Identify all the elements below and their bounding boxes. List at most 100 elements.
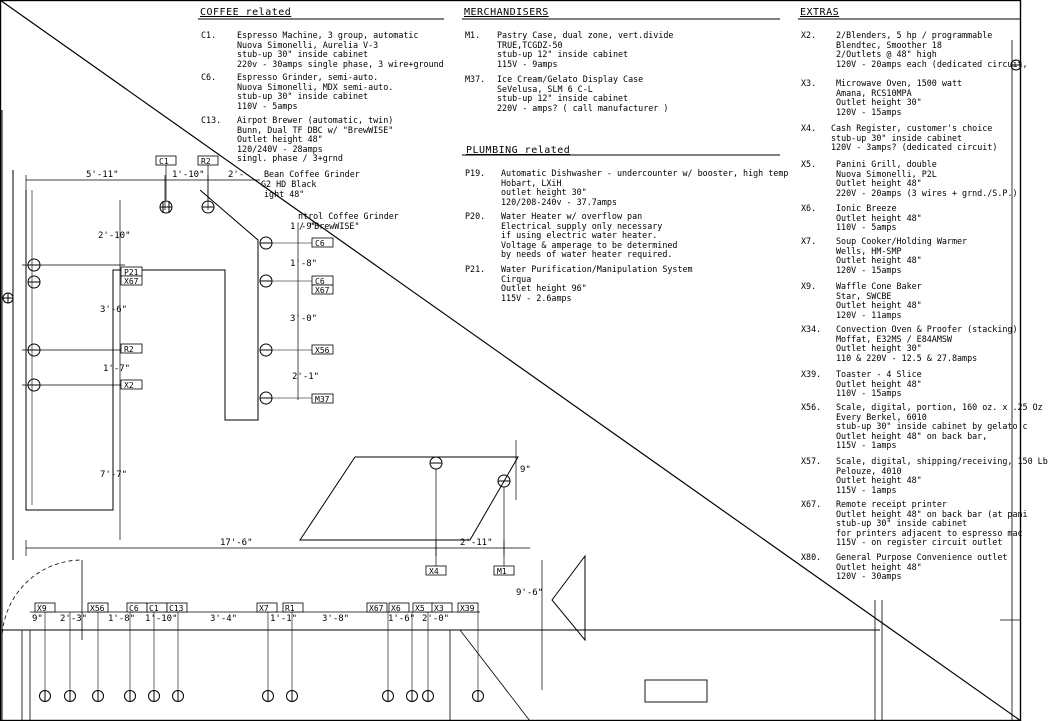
item-line: Outlet height 30" bbox=[836, 343, 922, 354]
item-line: Electrical supply only necessary bbox=[501, 220, 663, 231]
fold-diagonal bbox=[0, 0, 1022, 721]
item-code: M37. bbox=[465, 74, 486, 84]
tag-right-c6-b: C6 bbox=[315, 277, 325, 286]
item-line: stub-up 30" inside cabinet bbox=[831, 132, 963, 143]
item-line: Outlet height 48" bbox=[836, 378, 922, 389]
bottom-tag-box bbox=[366, 602, 388, 613]
item-line: 220V - 20amps (3 wires + grnd./S.P.) bbox=[836, 187, 1018, 198]
item-code: C6. bbox=[201, 72, 217, 82]
bottom-dim-label: 1'-6" bbox=[388, 614, 415, 624]
dim-2-11: 2'-11" bbox=[460, 538, 493, 548]
bottom-dim-label: 3'-8" bbox=[322, 614, 349, 624]
dim-left-3: 1'-7" bbox=[103, 364, 130, 374]
item-code: X4. bbox=[801, 123, 817, 133]
item-line: Star, SWCBE bbox=[836, 290, 892, 301]
outlets-left bbox=[27, 258, 41, 392]
tag-right-x56: X56 bbox=[315, 346, 330, 355]
bottom-dim-label: 1'-1" bbox=[270, 614, 297, 624]
item-line: singl. phase / 3+grnd bbox=[237, 153, 343, 164]
item-code: X5. bbox=[801, 159, 817, 169]
dim-right-2: 1'-8" bbox=[290, 259, 317, 269]
item-code: C1. bbox=[201, 30, 217, 40]
item-line: Outlet height 30" bbox=[836, 97, 922, 108]
tag-left-r2: R2 bbox=[124, 345, 134, 354]
outlets-right bbox=[259, 236, 273, 405]
bottom-dim-label: 2'-3" bbox=[60, 614, 87, 624]
item-line: Airpot Brewer (automatic, twin) bbox=[237, 115, 394, 125]
item-code: X34. bbox=[801, 324, 822, 334]
dim-top-1: 5'-11" bbox=[86, 170, 119, 180]
item-line: Wells, HM-SMP bbox=[836, 245, 902, 256]
item-line: 220V - amps? ( call manufacturer ) bbox=[497, 102, 669, 113]
item-line: Outlet height 48" bbox=[836, 255, 922, 266]
tag-right-m37: M37 bbox=[315, 395, 330, 404]
item-line: Scale, digital, shipping/receiving, 150 … bbox=[836, 456, 1048, 466]
bottom-dim-label: 2'-0" bbox=[422, 614, 449, 624]
item-description: Airpot Brewer (automatic, twin)Bunn, Dua… bbox=[237, 115, 394, 164]
item-code: X80. bbox=[801, 552, 822, 562]
item-line: Water Heater w/ overflow pan bbox=[501, 211, 643, 221]
item-description: Scale, digital, portion, 160 oz. x .25 O… bbox=[836, 402, 1043, 451]
coffee-fragment-line: ight 48" bbox=[264, 189, 305, 199]
item-line: 115V - 2.6amps bbox=[501, 292, 572, 303]
coffee-fragment-line: ntrol Coffee Grinder bbox=[298, 211, 399, 221]
item-line: Toaster - 4 Slice bbox=[836, 369, 922, 379]
item-code: X3. bbox=[801, 78, 817, 88]
item-line: 115V - 1amps bbox=[836, 440, 897, 451]
item-line: SeVelusa, SLM 6 C-L bbox=[497, 83, 593, 94]
item-code: X9. bbox=[801, 281, 817, 291]
item-line: Every Berkel, 6010 bbox=[836, 411, 927, 422]
door-swing bbox=[1, 559, 83, 641]
bottom-tag-label: X6 bbox=[391, 604, 401, 613]
item-code: P21. bbox=[465, 264, 486, 274]
extras-title: EXTRAS bbox=[800, 7, 840, 18]
tag-mid-m1: M1 bbox=[497, 567, 507, 576]
plumbing-title: PLUMBING related bbox=[466, 145, 571, 156]
item-line: General Purpose Convenience outlet bbox=[836, 552, 1008, 562]
bottom-dims: 9"2'-3"1'-8"1'-10"3'-4"1'-1"3'-8"1'-6"2'… bbox=[32, 614, 449, 624]
item-line: Moffat, E32MS / E84AMSW bbox=[836, 333, 952, 344]
item-line: 110V - 5amps bbox=[237, 100, 298, 111]
item-description: Automatic Dishwasher - undercounter w/ b… bbox=[501, 168, 789, 207]
item-line: Waffle Cone Baker bbox=[836, 281, 922, 291]
item-line: Microwave Oven, 1500 watt bbox=[836, 78, 963, 88]
item-line: outlet height 30" bbox=[501, 187, 587, 198]
item-line: Espresso Grinder, semi-auto. bbox=[237, 72, 379, 82]
bottom-tag-box bbox=[282, 602, 304, 613]
bottom-tag-label: R1 bbox=[285, 604, 295, 613]
bottom-tag-label: C6 bbox=[129, 604, 139, 613]
dim-left-1: 2'-10" bbox=[98, 231, 131, 241]
dim-right-1: 1'-9" bbox=[290, 222, 317, 232]
item-line: 2/Blenders, 5 hp / programmable bbox=[836, 30, 993, 40]
tag-left-x67: X67 bbox=[124, 277, 139, 286]
item-line: Hobart, LXiH bbox=[501, 177, 562, 188]
item-description: Convection Oven & Proofer (stacking)Moff… bbox=[836, 324, 1018, 363]
item-line: 220v - 30amps single phase, 3 wire+groun… bbox=[237, 58, 444, 69]
item-line: Ice Cream/Gelato Display Case bbox=[497, 74, 644, 84]
bottom-tag-label: X67 bbox=[369, 604, 384, 613]
bottom-tag-box bbox=[166, 602, 188, 613]
coffee-fragment-line: Bean Coffee Grinder bbox=[264, 169, 360, 179]
item-line: Remote receipt printer bbox=[836, 499, 947, 509]
item-line: Bunn, Dual TF DBC w/ "BrewWISE" bbox=[237, 124, 394, 135]
dim-9in: 9" bbox=[520, 465, 531, 475]
item-line: Automatic Dishwasher - undercounter w/ b… bbox=[501, 168, 789, 178]
item-line: stub-up 30" inside cabinet bbox=[237, 49, 369, 60]
bottom-tag-label: X9 bbox=[37, 604, 47, 613]
tag-right-c6: C6 bbox=[315, 239, 325, 248]
item-line: 115V - 1amps bbox=[836, 484, 897, 495]
item-line: Cash Register, customer's choice bbox=[831, 123, 993, 133]
dim-9-6: 9'-6" bbox=[516, 588, 543, 598]
dim-17-6: 17'-6" bbox=[220, 538, 253, 548]
item-line: Panini Grill, double bbox=[836, 159, 937, 169]
bottom-dim-label: 9" bbox=[32, 614, 43, 624]
item-line: Convection Oven & Proofer (stacking) bbox=[836, 324, 1018, 334]
